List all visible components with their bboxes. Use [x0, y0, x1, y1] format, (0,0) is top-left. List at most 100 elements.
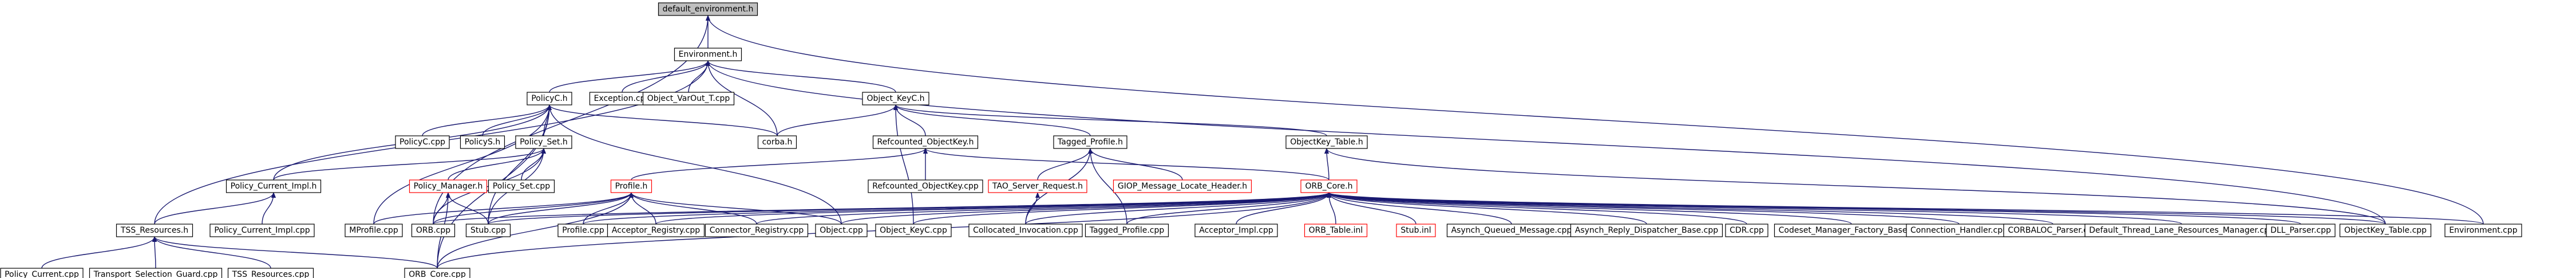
node-AsynchReply[interactable]: Asynch_Reply_Dispatcher_Base.cpp: [1570, 224, 1723, 237]
node-TaggedProfileCpp[interactable]: Tagged_Profile.cpp: [1085, 224, 1169, 237]
edge-ObjectKeyTableCpp-to-Environment: [706, 60, 2386, 225]
node-TaggedProfile[interactable]: Tagged_Profile.h: [1053, 135, 1127, 149]
node-ORBTable[interactable]: ORB_Table.inl: [1304, 224, 1368, 237]
node-CDRcpp[interactable]: CDR.cpp: [1725, 224, 1768, 237]
node-ORBCoreCpp[interactable]: ORB_Core.cpp: [404, 268, 470, 278]
node-ObjectKeyTableCpp[interactable]: ObjectKey_Table.cpp: [2339, 224, 2432, 237]
edge-corba-to-Environment: [706, 60, 778, 136]
node-ObjectKeyC[interactable]: Object_KeyC.h: [862, 92, 929, 105]
node-box: [988, 179, 1087, 193]
node-label: ObjectKey_Table.h: [1290, 138, 1363, 147]
node-PolicyCurrentCpp[interactable]: Policy_Current.cpp: [0, 268, 84, 278]
node-TSSResources[interactable]: TSS_Resources.h: [116, 224, 193, 237]
node-AcceptorImpl[interactable]: Acceptor_Impl.cpp: [1194, 224, 1278, 237]
edge-ObjectCpp-to-ORBCore: [841, 192, 1331, 225]
node-PolicyCurrentImplCpp[interactable]: Policy_Current_Impl.cpp: [209, 224, 315, 237]
node-MProfile[interactable]: MProfile.cpp: [345, 224, 403, 237]
node-PolicySet[interactable]: Policy_Set.h: [515, 135, 572, 149]
node-label: PolicyC.h: [531, 94, 567, 103]
node-Environment[interactable]: Environment.h: [674, 48, 742, 61]
node-PolicyCurrentImpl[interactable]: Policy_Current_Impl.h: [225, 179, 322, 193]
node-box: [862, 92, 929, 105]
node-CollocatedInvocation[interactable]: Collocated_Invocation.cpp: [968, 224, 1083, 237]
edge-TaggedProfileCpp-to-TaggedProfile: [1088, 148, 1127, 225]
node-ConnectorRegistry[interactable]: Connector_Registry.cpp: [705, 224, 809, 237]
node-PolicyC[interactable]: PolicyC.h: [527, 92, 572, 105]
node-box: [116, 224, 193, 237]
node-GIOPMessage[interactable]: GIOP_Message_Locate_Header.h: [1113, 179, 1252, 193]
node-CORBALOC[interactable]: CORBALOC_Parser.cpp: [2003, 224, 2103, 237]
edge-TaggedProfile-to-ObjectKeyC: [893, 104, 1091, 136]
node-TransportSelectionGuard[interactable]: Transport_Selection_Guard.cpp: [89, 268, 223, 278]
node-ObjectKeyCCpp[interactable]: Object_KeyC.cpp: [875, 224, 952, 237]
node-StubInl[interactable]: Stub.inl: [1396, 224, 1436, 237]
node-PolicySh[interactable]: PolicyS.h: [460, 135, 505, 149]
node-DefaultThreadLane[interactable]: Default_Thread_Lane_Resources_Manager.cp…: [2084, 224, 2279, 237]
node-PolicyManager[interactable]: Policy_Manager.h: [409, 179, 488, 193]
node-EnvironmentCpp[interactable]: Environment.cpp: [2444, 224, 2522, 237]
edge-ObjectKeyCCpp-to-ORBCore: [913, 192, 1331, 225]
edge-ORBcpp-to-Profile: [433, 192, 634, 225]
edge-PolicyCurrentImpl-to-PolicySet: [273, 148, 546, 181]
node-box: [968, 224, 1083, 237]
node-DLLParser[interactable]: DLL_Parser.cpp: [2266, 224, 2336, 237]
edge-PolicySh-to-PolicyC: [482, 104, 552, 136]
edge-CodesetManager-to-ORBCore: [1327, 192, 1852, 225]
node-box: [1300, 179, 1358, 193]
node-label: Profile.h: [615, 182, 648, 191]
edge-MProfile-to-PolicyC: [373, 104, 552, 225]
node-ObjectVarOut[interactable]: Object_VarOut_T.cpp: [642, 92, 735, 105]
node-box: [409, 179, 488, 193]
node-corba[interactable]: corba.h: [757, 135, 797, 149]
node-ORBcpp[interactable]: ORB.cpp: [411, 224, 456, 237]
node-box: [488, 179, 555, 193]
node-RefcountedObjectKey[interactable]: Refcounted_ObjectKey.h: [872, 135, 979, 149]
node-label: Policy_Manager.h: [414, 182, 483, 191]
node-RefcountedObjectKeyCpp[interactable]: Refcounted_ObjectKey.cpp: [868, 179, 983, 193]
node-ProfileCpp[interactable]: Profile.cpp: [557, 224, 609, 237]
node-TAOServerRequest[interactable]: TAO_Server_Request.h: [988, 179, 1087, 193]
node-StubCpp[interactable]: Stub.cpp: [465, 224, 511, 237]
edge-TSSResourcesCpp-to-TSSResources: [152, 236, 271, 269]
node-PolicyCcpp[interactable]: PolicyC.cpp: [395, 135, 450, 149]
edge-ORBCore-to-ObjectKeyTable: [1324, 148, 1329, 181]
node-label: CDR.cpp: [1730, 226, 1764, 235]
node-label: Acceptor_Impl.cpp: [1199, 226, 1273, 235]
node-ExceptionCpp[interactable]: Exception.cpp: [589, 92, 655, 105]
node-label: TSS_Resources.cpp: [232, 270, 310, 278]
node-box: [872, 135, 979, 149]
node-box: [404, 268, 470, 278]
node-PolicySetCpp[interactable]: Policy_Set.cpp: [488, 179, 555, 193]
node-box: [395, 135, 450, 149]
node-label: TSS_Resources.h: [120, 226, 188, 235]
node-label: Object_KeyC.h: [866, 94, 924, 103]
node-box: [642, 92, 735, 105]
edge-Profile-to-RefcountedObjectKey: [631, 148, 928, 181]
node-label: Policy_Set.cpp: [493, 182, 550, 191]
node-box: [2266, 224, 2336, 237]
node-ObjectCpp[interactable]: Object.cpp: [815, 224, 868, 237]
edge-AsynchQueued-to-ORBCore: [1327, 192, 1512, 225]
node-label: Policy_Current_Impl.cpp: [214, 226, 310, 235]
edge-AcceptorRegistry-to-ORBCore: [655, 192, 1331, 225]
edge-ObjectCpp-to-PolicyC: [547, 104, 842, 225]
edge-ORBCoreCpp-to-Profile: [437, 192, 634, 269]
node-AcceptorRegistry[interactable]: Acceptor_Registry.cpp: [607, 224, 705, 237]
node-box: [1570, 224, 1723, 237]
node-box: [460, 135, 505, 149]
node-label: Policy_Set.h: [520, 138, 568, 147]
node-CodesetManager[interactable]: Codeset_Manager_Factory_Base.cpp: [1774, 224, 1929, 237]
node-ORBCore[interactable]: ORB_Core.h: [1300, 179, 1358, 193]
node-default_environment[interactable]: default_environment.h: [658, 2, 758, 16]
node-AsynchQueued[interactable]: Asynch_Queued_Message.cpp: [1446, 224, 1577, 237]
edge-EnvironmentCpp-to-ORBCore: [1327, 192, 2484, 225]
node-label: Exception.cpp: [594, 94, 651, 103]
node-TSSResourcesCpp[interactable]: TSS_Resources.cpp: [227, 268, 314, 278]
node-Profile[interactable]: Profile.h: [610, 179, 652, 193]
node-ConnectionHandler[interactable]: Connection_Handler.cpp: [1906, 224, 2012, 237]
node-ObjectKeyTable[interactable]: ObjectKey_Table.h: [1285, 135, 1368, 149]
edge-CollocatedInvocation-to-ORBCore: [1025, 192, 1331, 225]
node-label: Object_KeyC.cpp: [880, 226, 947, 235]
node-box: [607, 224, 705, 237]
